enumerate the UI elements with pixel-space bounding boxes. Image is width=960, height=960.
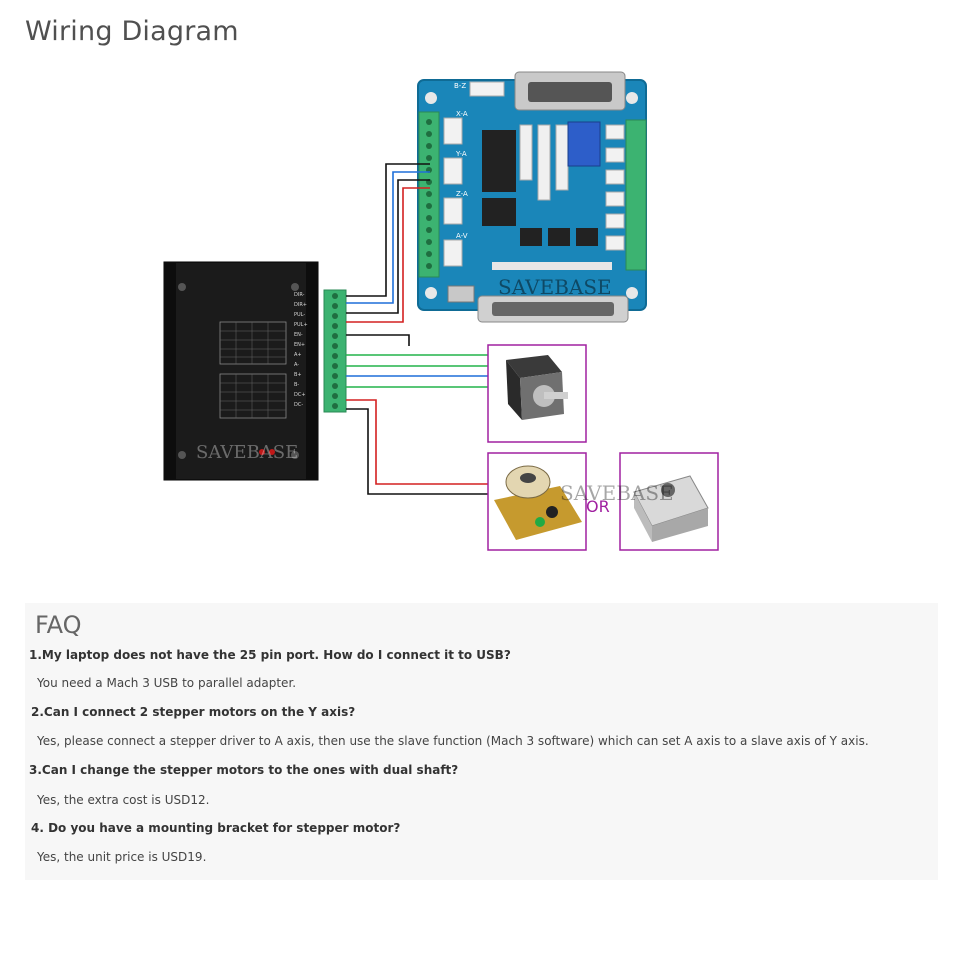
driver-terminal-screw [332,393,338,399]
driver-terminal-label: A- [294,362,299,368]
driver-terminal-screw [332,323,338,329]
driver-current-table [219,321,287,365]
driver-terminal-screw [332,313,338,319]
stepper-motor [487,344,587,443]
usb-port [447,285,475,303]
or-label: OR [586,497,610,516]
driver-terminal-label: B+ [294,372,302,378]
driver-terminal-label: A+ [294,352,302,358]
driver-terminal-label: DC- [294,402,303,408]
driver-terminal-label: EN- [294,332,303,338]
faq-section: FAQ 1.My laptop does not have the 25 pin… [25,603,938,880]
driver-terminal-screw [332,383,338,389]
driver-terminal [323,289,347,413]
wire-power-black [346,408,492,495]
wire-blue-dir [346,171,430,304]
transformer-power-supply [487,452,587,551]
page-title: Wiring Diagram [25,16,239,47]
driver-terminal-label: PUL+ [294,322,308,328]
driver-terminal-label: PUL- [294,312,305,318]
faq-question-2: 2.Can I connect 2 stepper motors on the … [31,705,356,719]
faq-title: FAQ [35,611,82,639]
watermark-board: SAVEBASE [498,275,612,299]
driver-terminal-screw [332,293,338,299]
faq-answer-1: You need a Mach 3 USB to parallel adapte… [37,676,297,690]
driver-terminal-screw [332,363,338,369]
wire-black-dir [346,163,430,297]
board-label-bz: B-Z [454,82,466,90]
driver-terminal-screw [332,333,338,339]
board-label-z: Z-A [456,190,468,198]
driver-terminal-screw [332,373,338,379]
stepper-driver: SAVEBASE DIR- DIR+ PUL- PUL+ EN- EN+ A+ A- B+ B- D… [163,261,347,481]
faq-answer-3: Yes, the extra cost is USD12. [37,793,210,807]
watermark-supply: SAVEBASE [560,481,674,505]
board-label-x: X-A [456,110,468,118]
board-label-a: A-V [456,232,468,240]
wiring-diagram: B-Z X-A Y-A Z-A A-V SAVEBASE SAVEBASE DI [163,71,719,551]
faq-question-4: 4. Do you have a mounting bracket for st… [31,821,401,835]
switching-power-supply [619,452,719,551]
watermark-driver: SAVEBASE [196,442,298,463]
wire-black-en [346,334,410,346]
driver-microstep-table [219,373,287,419]
driver-terminal-label: EN+ [294,342,305,348]
relay [567,121,601,167]
driver-terminal-screw [332,403,338,409]
faq-question-1: 1.My laptop does not have the 25 pin por… [29,648,511,662]
breakout-board: B-Z X-A Y-A Z-A A-V SAVEBASE [417,71,647,323]
wire-red-pul [346,187,430,323]
driver-terminal-label: DIR- [294,292,305,298]
driver-terminal-screw [332,303,338,309]
faq-answer-2: Yes, please connect a stepper driver to … [37,734,869,748]
driver-terminal-screw [332,343,338,349]
wire-power-red [346,399,492,485]
wires [346,163,492,495]
driver-terminal-screw [332,353,338,359]
driver-terminal-label: DC+ [294,392,306,398]
driver-terminal-label: B- [294,382,299,388]
faq-answer-4: Yes, the unit price is USD19. [37,850,207,864]
board-label-y: Y-A [455,150,467,158]
wire-black-pul [346,179,430,314]
faq-question-3: 3.Can I change the stepper motors to the… [29,763,459,777]
board-terminal-right [625,119,647,271]
driver-terminal-label: DIR+ [294,302,307,308]
